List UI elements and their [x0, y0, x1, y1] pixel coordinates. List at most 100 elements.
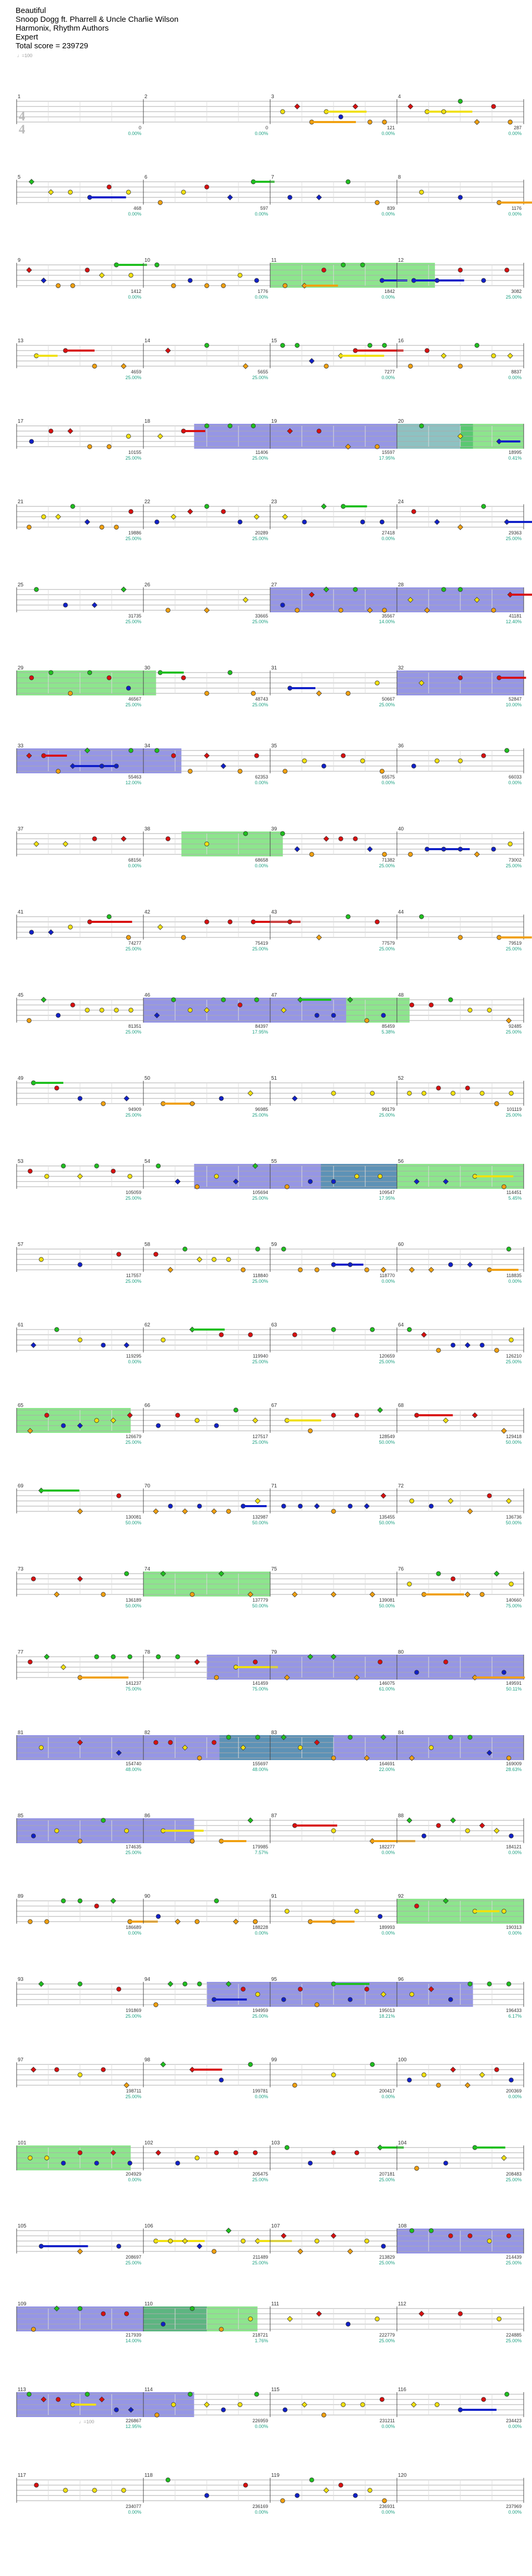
hopo-note — [364, 1755, 370, 1761]
note-gem — [308, 1428, 313, 1433]
hopo-note — [450, 2067, 456, 2073]
note-gem — [506, 2233, 511, 2238]
completion-percent: 14.00% — [379, 619, 395, 624]
note-gem — [295, 343, 300, 348]
completion-percent: 25.00% — [379, 863, 395, 868]
total-score-value: 188228 — [252, 1925, 268, 1930]
hopo-note — [204, 2401, 210, 2408]
note-gem — [382, 608, 387, 613]
completion-percent: 50.00% — [506, 1520, 522, 1525]
measure-number: 75 — [271, 1566, 277, 1572]
note-gem — [165, 2477, 170, 2483]
note-gem — [321, 763, 326, 769]
note-gem — [408, 364, 413, 369]
note-gem — [509, 1581, 514, 1587]
hopo-note — [323, 836, 329, 842]
hopo-note — [494, 1571, 500, 1577]
note-gem — [481, 504, 486, 509]
hopo-note — [347, 2248, 353, 2255]
note-gem — [54, 1327, 59, 1332]
note-gem — [101, 1101, 106, 1106]
note-gem — [370, 2062, 375, 2067]
note-gem — [194, 1919, 200, 1924]
completion-percent: 25.00% — [125, 946, 141, 951]
measure-number: 59 — [271, 1242, 277, 1247]
measure-number: 93 — [18, 1977, 24, 1982]
note-gem — [101, 2067, 106, 2072]
note-gem — [354, 1413, 360, 1418]
completion-percent: 25.00% — [506, 2260, 522, 2265]
hopo-note — [472, 1412, 478, 1418]
measure-number: 101 — [18, 2140, 26, 2146]
note-gem — [204, 283, 209, 288]
total-score-value: 130081 — [126, 1514, 141, 1520]
total-score-value: 468 — [134, 206, 141, 211]
note-gem — [44, 1919, 49, 1924]
hopo-note — [255, 1498, 261, 1504]
hopo-note — [507, 353, 513, 359]
note-gem — [114, 525, 119, 530]
note-gem — [165, 836, 170, 841]
hopo-note — [323, 586, 329, 593]
hopo-note — [110, 1417, 116, 1424]
total-score-value: 27418 — [382, 530, 395, 535]
note-gem — [56, 769, 61, 774]
measure-number: 70 — [144, 1483, 151, 1489]
note-gem — [237, 769, 243, 774]
hopo-note — [233, 1918, 239, 1925]
completion-percent: 0.00% — [128, 1359, 141, 1364]
hopo-note — [367, 607, 373, 613]
note-gem — [487, 1981, 492, 1987]
measure-number: 118 — [144, 2473, 153, 2478]
hopo-note — [233, 1178, 239, 1185]
note-gem — [480, 1091, 485, 1096]
note-gem — [465, 1828, 470, 1833]
hopo-note — [252, 1163, 258, 1169]
measure-number: 72 — [398, 1483, 404, 1489]
note-gem — [204, 504, 209, 509]
note-gem — [237, 273, 243, 278]
note-gem — [94, 1903, 99, 1909]
total-score-value: 46567 — [128, 696, 141, 702]
hopo-note — [354, 1674, 360, 1681]
note-gem — [221, 283, 226, 288]
note-gem — [197, 1504, 202, 1509]
note-gem — [29, 675, 34, 680]
hopo-note — [474, 851, 480, 857]
note-gem — [127, 1174, 132, 1179]
note-gem — [491, 608, 496, 613]
note-gem — [204, 184, 209, 190]
hopo-note — [330, 2233, 337, 2239]
note-gem — [421, 1091, 427, 1096]
completion-percent: 25.00% — [125, 1440, 141, 1445]
note-gem — [348, 1997, 353, 2002]
note-gem — [287, 919, 292, 924]
hopo-note — [243, 597, 249, 603]
measure-number: 116 — [398, 2387, 406, 2393]
hopo-note — [464, 1342, 471, 1348]
completion-percent: 0.00% — [381, 2424, 395, 2429]
hopo-note — [48, 929, 54, 935]
note-gem — [153, 1740, 158, 1745]
note-gem — [450, 1343, 456, 1348]
note-gem — [298, 1504, 303, 1509]
note-gem — [124, 2311, 129, 2316]
measure-number: 113 — [18, 2387, 26, 2393]
note-gem — [284, 1909, 290, 1914]
note-gem — [28, 1659, 33, 1665]
hopo-note — [418, 2311, 424, 2317]
total-score-value: 35567 — [382, 613, 395, 619]
note-gem — [77, 1262, 83, 1267]
note-gem — [182, 1981, 188, 1987]
measure-number: 90 — [144, 1894, 151, 1899]
note-gem — [429, 1745, 434, 1750]
measure-number: 69 — [18, 1483, 24, 1489]
completion-percent: 25.00% — [125, 1196, 141, 1201]
note-gem — [128, 748, 134, 753]
sustain-tail — [499, 440, 521, 442]
measure-number: 48 — [398, 992, 404, 998]
total-score-value: 137779 — [252, 1598, 268, 1603]
note-gem — [226, 1509, 231, 1514]
hopo-note — [196, 1256, 203, 1263]
hopo-note — [486, 1750, 493, 1756]
